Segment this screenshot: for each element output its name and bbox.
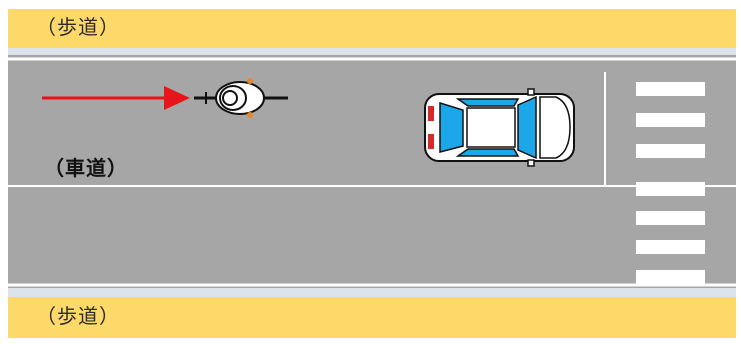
crosswalk-stripe	[636, 82, 705, 96]
bicycle-rider-top-view-icon	[194, 78, 288, 118]
tail-light	[428, 134, 434, 149]
roadway-label: （車道）	[44, 156, 128, 180]
tail-light	[428, 106, 434, 121]
curb-bottom	[8, 288, 736, 297]
roadway	[8, 55, 736, 288]
crosswalk	[636, 82, 705, 284]
sidewalk-bottom-label: （歩道）	[36, 304, 120, 328]
curb-top	[8, 48, 736, 55]
crosswalk-stripe	[636, 113, 705, 127]
crosswalk-stripe	[636, 240, 705, 254]
sidewalk-bottom	[8, 297, 736, 338]
sidewalk-top	[8, 9, 736, 48]
crosswalk-stripe	[636, 182, 705, 196]
crosswalk-stripe	[636, 144, 705, 158]
car-top-view-icon	[424, 88, 575, 167]
sidewalk-top-label: （歩道）	[36, 15, 120, 39]
direction-arrow-right-icon	[42, 86, 190, 110]
crosswalk-stripe	[636, 270, 705, 284]
crosswalk-stripe	[636, 211, 705, 225]
